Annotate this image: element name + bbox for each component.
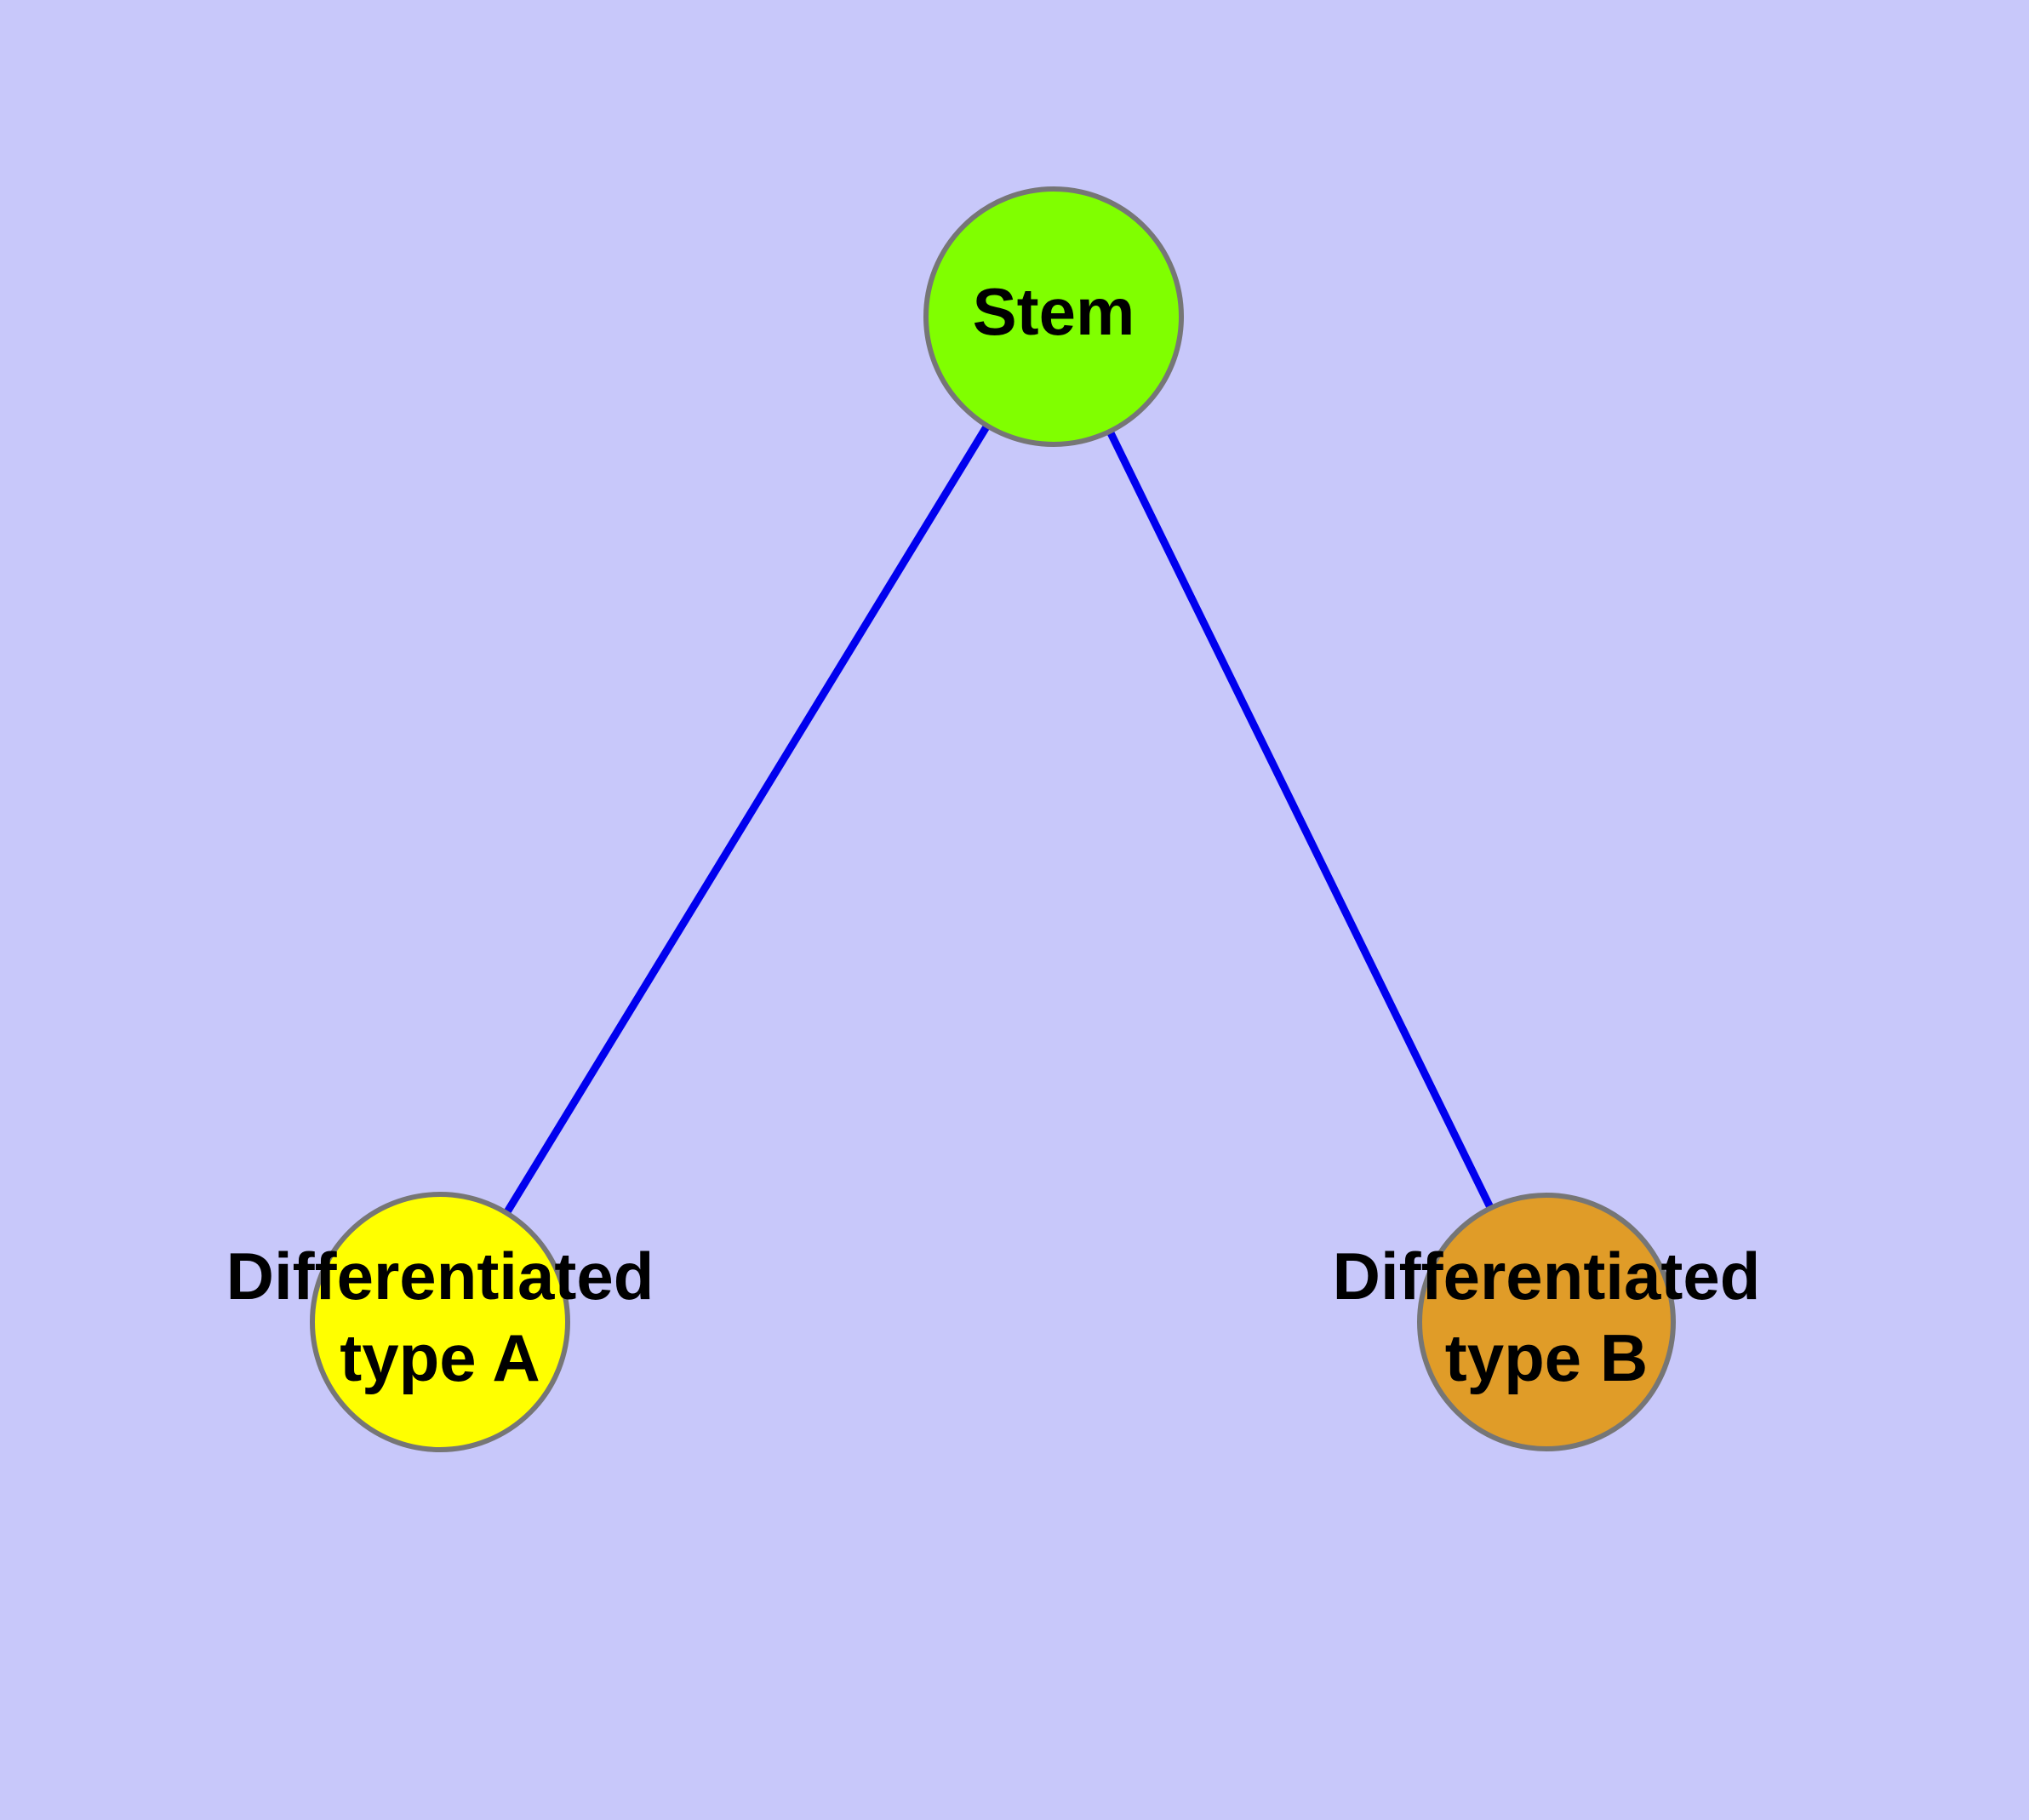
edge-stem-to-differentiated-type-a[interactable] xyxy=(437,314,1057,1325)
node-stem[interactable] xyxy=(923,186,1184,447)
node-stem-label: Stem xyxy=(973,274,1135,349)
edge-stem-to-differentiated-type-b[interactable] xyxy=(1049,315,1551,1324)
node-differentiated-type-a[interactable] xyxy=(310,1192,570,1452)
edge-layer xyxy=(437,314,1551,1325)
node-layer xyxy=(310,186,1676,1452)
node-stem-circle[interactable] xyxy=(923,186,1184,447)
node-differentiated-type-b[interactable] xyxy=(1417,1193,1676,1451)
node-differentiated-type-a-circle[interactable] xyxy=(310,1192,570,1452)
node-differentiated-type-b-circle[interactable] xyxy=(1417,1193,1676,1451)
